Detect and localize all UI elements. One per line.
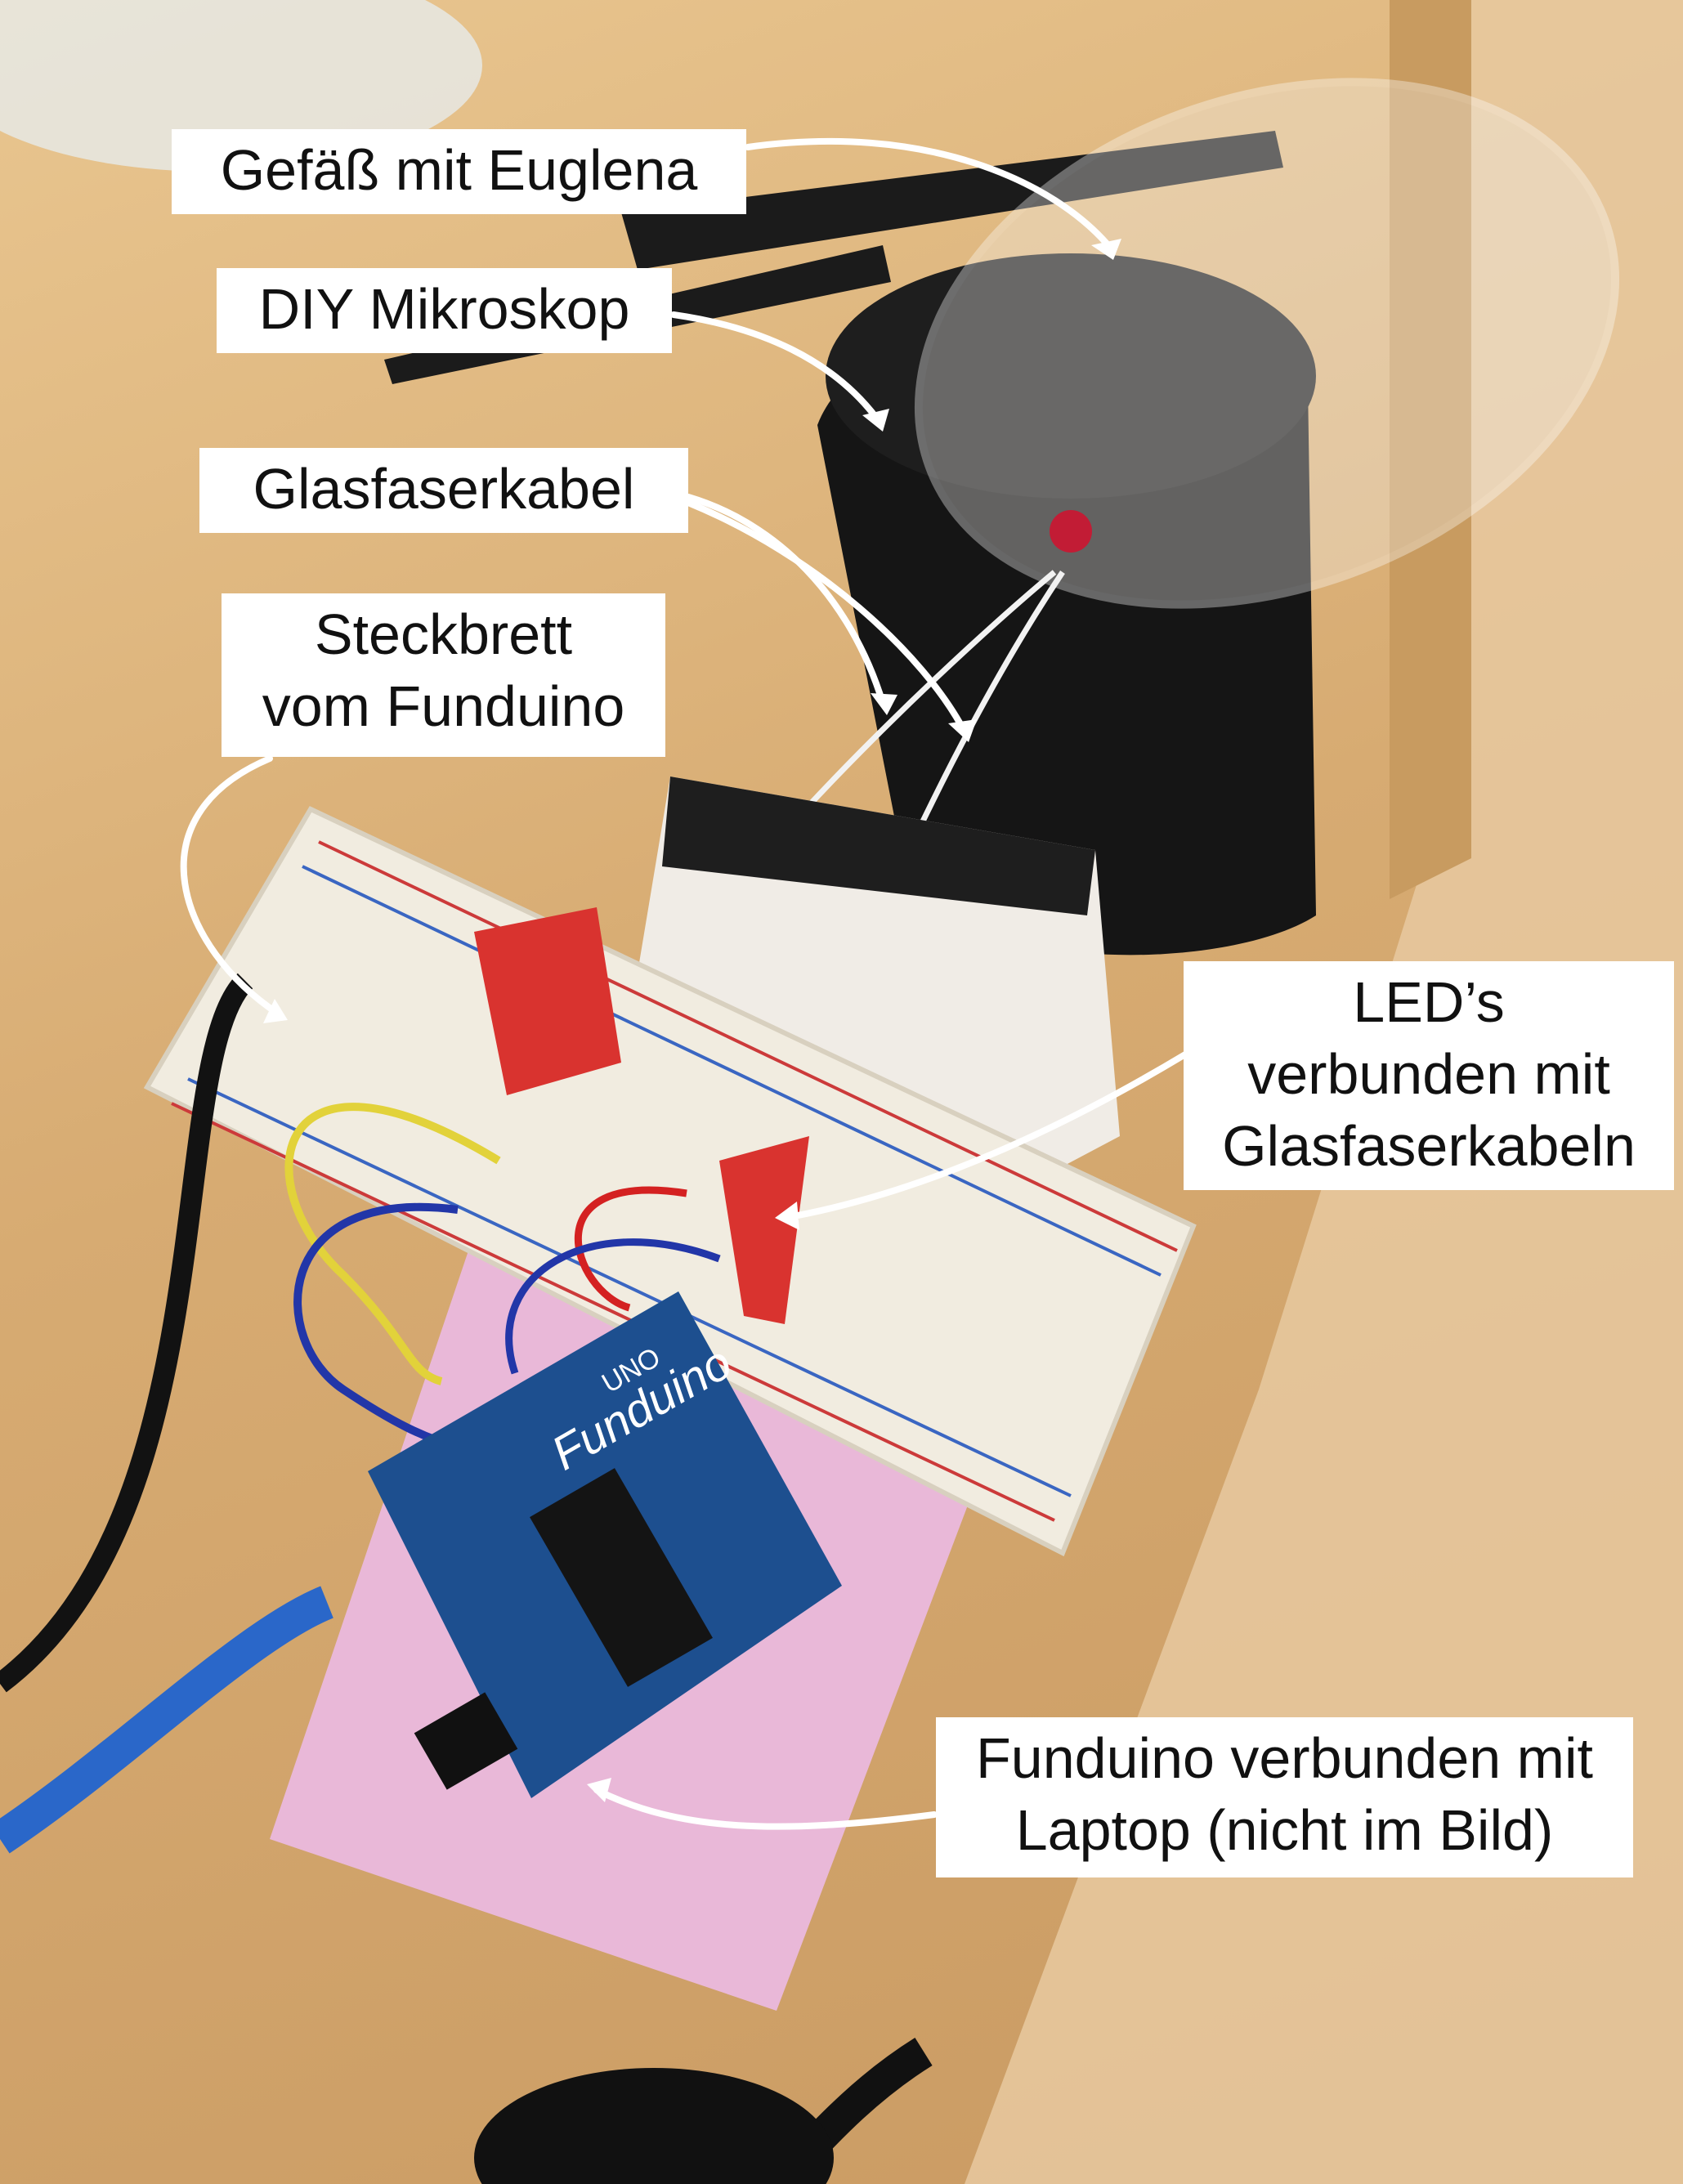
label-text-line-1: Steckbrett <box>314 602 573 666</box>
label-text-line-2: verbunden mit <box>1247 1042 1610 1106</box>
arrow-leds <box>781 1051 1188 1221</box>
arrow-vessel <box>745 137 1115 253</box>
box-top <box>662 776 1095 915</box>
arrowhead-vessel <box>1091 239 1121 260</box>
cable-coil <box>474 2068 834 2184</box>
label-text-line-1: LED’s <box>1353 970 1505 1034</box>
plastic-bag <box>0 0 482 172</box>
label-text-line-1: Funduino verbunden mit <box>976 1726 1593 1790</box>
usb-cable-blue <box>0 1586 334 1854</box>
arrowhead-funduino <box>587 1778 611 1802</box>
arrow-breadboard <box>180 755 281 1017</box>
arrowhead-microscope <box>862 409 889 432</box>
table-edge <box>965 0 1683 2184</box>
led-holder-right <box>719 1136 809 1324</box>
yellow-wire <box>284 1103 501 1385</box>
label-text-line-3: Glasfaserkabeln <box>1222 1114 1636 1178</box>
arrowhead-breadboard <box>263 999 288 1023</box>
arrowhead-leds <box>775 1202 799 1230</box>
label-text: Gefäß mit Euglena <box>220 138 698 202</box>
red-wire <box>574 1186 687 1312</box>
led-holder-left <box>474 907 621 1095</box>
label-breadboard: Steckbrett vom Funduino <box>222 593 665 757</box>
arrowhead-fiber-2 <box>948 719 977 742</box>
microscope <box>817 253 1316 955</box>
breadboard <box>143 806 1197 1557</box>
blue-wire <box>293 1202 459 1451</box>
petri-dish <box>914 78 1620 609</box>
usb-cable-black <box>0 973 253 1693</box>
arrowhead-fiber-1 <box>871 693 897 715</box>
funduino-board: Funduino UNO <box>368 1291 842 1798</box>
table-side <box>1390 0 1471 899</box>
label-diy-microscope: DIY Mikroskop <box>217 268 672 353</box>
arrow-microscope <box>670 311 882 424</box>
arrow-funduino <box>593 1787 938 1830</box>
label-leds-connected: LED’s verbunden mit Glasfaserkabeln <box>1184 961 1674 1190</box>
blue-wire-2 <box>505 1238 721 1375</box>
label-text: Glasfaserkabel <box>253 457 635 521</box>
label-text: DIY Mikroskop <box>258 277 630 341</box>
label-text-line-2: vom Funduino <box>262 674 625 738</box>
label-funduino-laptop: Funduino verbunden mit Laptop (nicht im … <box>936 1717 1633 1877</box>
black-strip <box>621 131 1283 270</box>
arrow-fiber-2 <box>685 499 968 735</box>
label-fiber-cable: Glasfaserkabel <box>199 448 688 533</box>
label-text-line-2: Laptop (nicht im Bild) <box>1015 1798 1554 1862</box>
label-vessel-with-euglena: Gefäß mit Euglena <box>172 129 746 214</box>
